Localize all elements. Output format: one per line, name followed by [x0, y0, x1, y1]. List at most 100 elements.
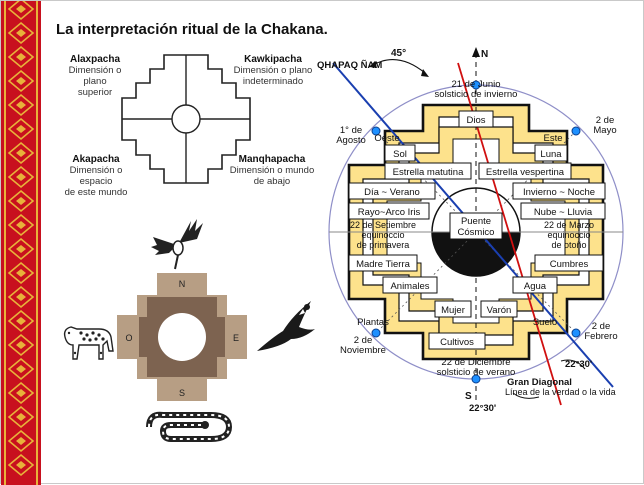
border-diamond [7, 117, 35, 141]
qhapaq-nam-label: QHAPAQ ÑAM [317, 60, 382, 71]
chakana-line-diagram [121, 54, 251, 184]
oeste-label: Oeste [374, 133, 399, 144]
page-title: La interpretación ritual de la Chakana. [56, 21, 328, 38]
angle-22-label-b: 22°30' [469, 403, 496, 414]
border-diamond-core [16, 341, 26, 349]
box-luna: Luna [540, 149, 562, 160]
serpent-icon [146, 411, 233, 442]
quadrant-akapacha: Akapacha Dimensión o espacio de este mun… [55, 154, 137, 198]
december-date: 22 de Diciembre [441, 357, 510, 368]
cross-letters: N S O E [125, 279, 239, 398]
border-diamond-core [16, 221, 26, 229]
manqhapacha-desc-1: Dimensión o mundo [229, 165, 315, 176]
border-diamond-core [16, 293, 26, 301]
box-invierno-noche: Invierno ~ Noche [523, 187, 595, 198]
february-line2: Febrero [584, 331, 617, 342]
cross-north-label: N [179, 279, 186, 289]
box-varon: Varón [487, 305, 512, 316]
quadrant-manqhapacha: Manqhapacha Dimensión o mundo de abajo [227, 154, 317, 187]
border-diamond-core [16, 269, 26, 277]
plantas-label: Plantas [357, 317, 389, 328]
border-diamond-core [16, 149, 26, 157]
quadrant-alaxpacha: Alaxpacha Dimensión o plano superior [59, 54, 131, 98]
akapacha-name: Akapacha [72, 154, 120, 165]
quadrant-kawkipacha: Kawkipacha Dimensión o plano indetermina… [229, 54, 317, 87]
alaxpacha-desc-2: superior [77, 87, 113, 98]
border-diamond-core [16, 53, 26, 61]
border-diamond [7, 333, 35, 357]
december-solstice: solsticio de verano [437, 367, 516, 378]
stepped-cross-figure [117, 273, 247, 401]
november-line1: 2 de [354, 335, 373, 346]
may-line2: Mayo [593, 125, 616, 136]
chakana-cosmology-diagram: QHAPAQ ÑAM 45° N S 21 de Junio solsticio… [317, 47, 624, 414]
border-diamond [7, 237, 35, 261]
november-line2: Noviembre [340, 345, 386, 356]
border-diamond [7, 453, 35, 477]
august-line1: 1° de [340, 125, 362, 136]
hummingbird-icon [151, 219, 203, 270]
box-nube-lluvia: Nube ~ Lluvia [534, 207, 593, 218]
alaxpacha-name: Alaxpacha [69, 54, 121, 65]
border-diamond [7, 285, 35, 309]
border-diamond-core [16, 77, 26, 85]
alaxpacha-desc-1: Dimensión o plano [68, 65, 122, 87]
box-animales: Animales [390, 281, 429, 292]
manqhapacha-desc-2: de abajo [253, 176, 291, 187]
border-diamond [7, 21, 35, 45]
box-rayo-arco-iris: Rayo~Arco Iris [358, 207, 421, 218]
setiembre-season: de primavera [357, 240, 410, 250]
box-cultivos: Cultivos [440, 337, 474, 348]
border-diamond-core [16, 461, 26, 469]
condor-icon [257, 301, 315, 351]
box-sol: Sol [393, 149, 407, 160]
border-diamond [7, 381, 35, 405]
box-estrella-matutina: Estrella matutina [393, 167, 464, 178]
border-diamond [7, 405, 35, 429]
linea-verdad-label: Línea de la verdad o la vida [505, 387, 616, 397]
border-diamond-core [16, 197, 26, 205]
box-dios: Dios [466, 115, 485, 126]
cross-east-label: E [233, 333, 239, 343]
august-line2: Agosto [336, 135, 366, 146]
puente-line2: Cósmico [458, 227, 495, 238]
border-diamond [7, 429, 35, 453]
marzo-season: de otoño [551, 240, 586, 250]
border-diamond-core [16, 29, 26, 37]
box-dia-verano: Día ~ Verano [364, 187, 420, 198]
box-cumbres: Cumbres [550, 259, 589, 270]
angle-22-label-a: 22°30' [565, 359, 592, 370]
north-label: N [481, 49, 488, 60]
border-diamond [7, 69, 35, 93]
box-madre-tierra: Madre Tierra [356, 259, 411, 270]
border-diamond-core [16, 437, 26, 445]
puente-line1: Puente [461, 216, 491, 227]
border-diamond [7, 309, 35, 333]
south-label: S [465, 391, 472, 402]
border-diamond [7, 357, 35, 381]
june-solstice: solsticio de invierno [435, 89, 518, 100]
akapacha-desc-1: Dimensión o espacio [69, 165, 123, 187]
cross-south-label: S [179, 388, 185, 398]
border-diamond-core [16, 101, 26, 109]
border-diamond-core [16, 5, 26, 13]
kawkipacha-desc-1: Dimensión o plano [233, 65, 313, 76]
may-line1: 2 de [596, 115, 615, 126]
kawkipacha-name: Kawkipacha [244, 54, 302, 65]
jaguar-icon [63, 326, 114, 360]
border-diamond [7, 141, 35, 165]
border-diamond-core [16, 413, 26, 421]
cross-west-label: O [125, 333, 132, 343]
border-diamond [7, 189, 35, 213]
border-diamond [7, 261, 35, 285]
border-diamond-core [16, 125, 26, 133]
border-diamond-core [16, 173, 26, 181]
border-diamond [7, 93, 35, 117]
february-line1: 2 de [592, 321, 611, 332]
border-diamond [7, 45, 35, 69]
box-agua: Agua [524, 281, 547, 292]
border-diamond [7, 213, 35, 237]
akapacha-desc-2: de este mundo [64, 187, 128, 198]
border-diamond-core [16, 317, 26, 325]
